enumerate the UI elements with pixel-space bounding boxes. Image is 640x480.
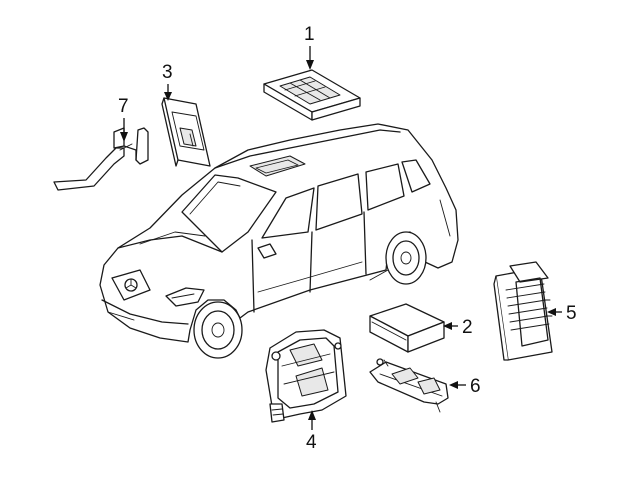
callout-6-arrow bbox=[449, 381, 458, 389]
callout-7: 7 bbox=[118, 96, 129, 142]
callout-2: 2 bbox=[443, 317, 473, 338]
callout-3: 3 bbox=[162, 62, 173, 101]
callout-5-arrow bbox=[547, 308, 556, 316]
part-4-bracket-assembly bbox=[265, 329, 347, 423]
part-2-module bbox=[369, 303, 445, 353]
callout-3-arrow bbox=[164, 92, 172, 101]
callout-1-number: 1 bbox=[304, 24, 315, 45]
callout-6: 6 bbox=[449, 376, 481, 397]
part-5-control-unit bbox=[493, 261, 553, 361]
callout-7-number: 7 bbox=[118, 96, 129, 117]
callout-4: 4 bbox=[306, 410, 317, 453]
callout-4-arrow bbox=[308, 410, 316, 420]
part-6-bracket bbox=[369, 358, 449, 413]
callout-2-number: 2 bbox=[462, 317, 473, 338]
part-3-module bbox=[161, 97, 211, 167]
part-1-control-module bbox=[263, 69, 361, 121]
callout-5-number: 5 bbox=[566, 303, 577, 324]
callout-3-number: 3 bbox=[162, 62, 173, 83]
callout-5: 5 bbox=[547, 303, 577, 324]
callout-1: 1 bbox=[304, 24, 315, 70]
callout-6-number: 6 bbox=[470, 376, 481, 397]
callout-1-arrow bbox=[306, 60, 314, 70]
part-7-bracket bbox=[53, 127, 149, 191]
vehicle-illustration bbox=[99, 123, 459, 359]
callout-2-arrow bbox=[443, 322, 452, 330]
callout-4-number: 4 bbox=[306, 432, 317, 453]
callout-7-arrow bbox=[120, 132, 128, 142]
